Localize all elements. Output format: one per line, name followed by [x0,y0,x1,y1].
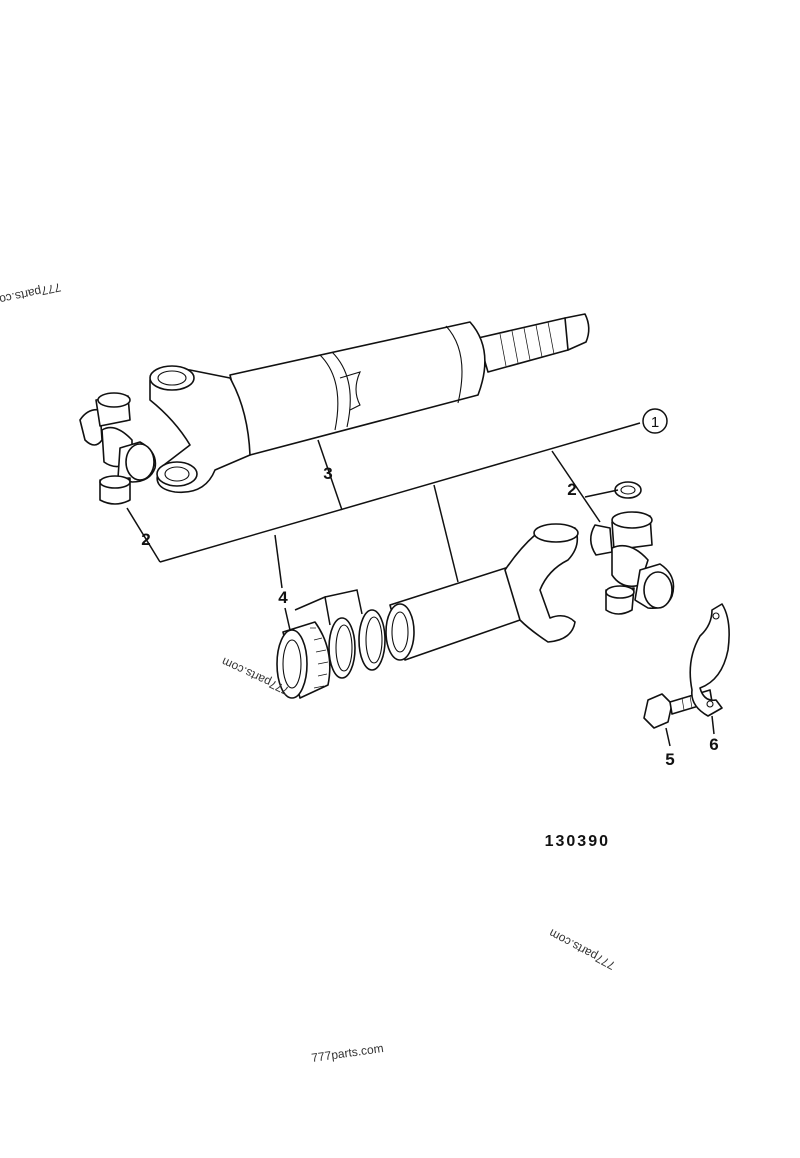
watermark-text: 777parts.com [310,1041,384,1065]
universal-joint-right [589,481,675,615]
callout-5: 5 [665,750,674,769]
slip-yoke [385,523,579,661]
callouts: 1 2 2 3 4 5 6 [141,408,719,769]
callout-4: 4 [278,588,288,607]
callout-2-right: 2 [567,480,576,499]
propeller-shaft [149,313,590,494]
callout-6: 6 [709,735,718,754]
clamp [689,603,730,717]
universal-joint-left [79,392,157,505]
drawing-number: 130390 [545,833,610,850]
callout-3: 3 [323,464,332,483]
watermark-text: 777parts.com [547,926,618,972]
callout-2-left: 2 [141,530,150,549]
callout-1: 1 [651,414,659,431]
callout-ring-1 [642,408,668,434]
seal-kit [276,609,386,699]
leader-lines [126,422,715,747]
watermark-text: 777parts.com [0,280,62,309]
